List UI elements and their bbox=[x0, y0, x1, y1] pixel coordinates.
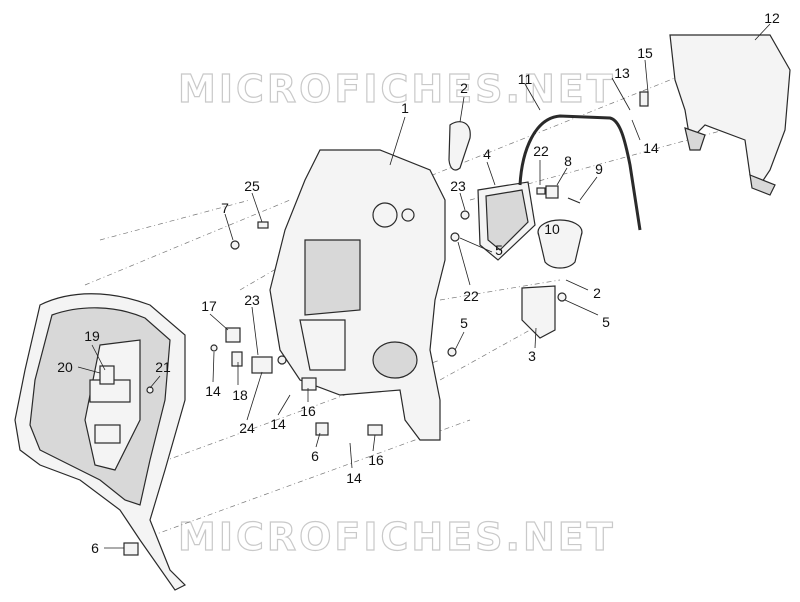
callout-16: 16 bbox=[368, 452, 384, 468]
callout-19: 19 bbox=[84, 328, 100, 344]
callout-22: 22 bbox=[463, 288, 479, 304]
callout-10: 10 bbox=[544, 221, 560, 237]
watermark-bottom: MICROFICHES.NET bbox=[178, 515, 616, 559]
callout-24: 24 bbox=[239, 420, 255, 436]
callout-9: 9 bbox=[595, 161, 603, 177]
callout-2: 2 bbox=[593, 285, 601, 301]
rear-panel-part bbox=[269, 149, 446, 441]
watermark-top: MICROFICHES.NET bbox=[178, 67, 616, 111]
callout-6: 6 bbox=[311, 448, 319, 464]
callout-5: 5 bbox=[495, 242, 503, 258]
bracket-part bbox=[521, 285, 556, 339]
callout-23: 23 bbox=[450, 178, 466, 194]
callout-7: 7 bbox=[221, 200, 229, 216]
callout-20: 20 bbox=[57, 359, 73, 375]
callout-3: 3 bbox=[528, 348, 536, 364]
callout-25: 25 bbox=[244, 178, 260, 194]
lid-frame-part bbox=[477, 181, 536, 261]
cap-part bbox=[448, 121, 471, 171]
callout-17: 17 bbox=[201, 298, 217, 314]
callout-5: 5 bbox=[460, 315, 468, 331]
callout-2: 2 bbox=[460, 80, 468, 96]
rear-shell-part bbox=[669, 34, 791, 196]
cable-part bbox=[518, 114, 642, 231]
callout-18: 18 bbox=[232, 387, 248, 403]
hardware-parts bbox=[99, 91, 649, 556]
callout-1: 1 bbox=[401, 100, 409, 116]
callout-21: 21 bbox=[155, 359, 171, 375]
callout-23: 23 bbox=[244, 292, 260, 308]
callout-14: 14 bbox=[643, 140, 659, 156]
callout-14: 14 bbox=[346, 470, 362, 486]
cup-part bbox=[537, 219, 583, 269]
callout-12: 12 bbox=[764, 10, 780, 26]
callout-13: 13 bbox=[614, 65, 630, 81]
callout-15: 15 bbox=[637, 45, 653, 61]
callout-11: 11 bbox=[518, 71, 533, 87]
callout-4: 4 bbox=[483, 146, 491, 162]
callout-5: 5 bbox=[602, 314, 610, 330]
front-shield-part bbox=[14, 293, 187, 591]
callout-8: 8 bbox=[564, 153, 572, 169]
callout-22: 22 bbox=[533, 143, 549, 159]
callout-14: 14 bbox=[205, 383, 221, 399]
leader-lines bbox=[77, 23, 771, 549]
callout-16: 16 bbox=[300, 403, 316, 419]
callout-14: 14 bbox=[270, 416, 286, 432]
callout-labels: 1 2 2 3 4 5 5 5 6 6 7 8 9 10 11 12 13 14… bbox=[57, 10, 780, 556]
callout-6: 6 bbox=[91, 540, 99, 556]
